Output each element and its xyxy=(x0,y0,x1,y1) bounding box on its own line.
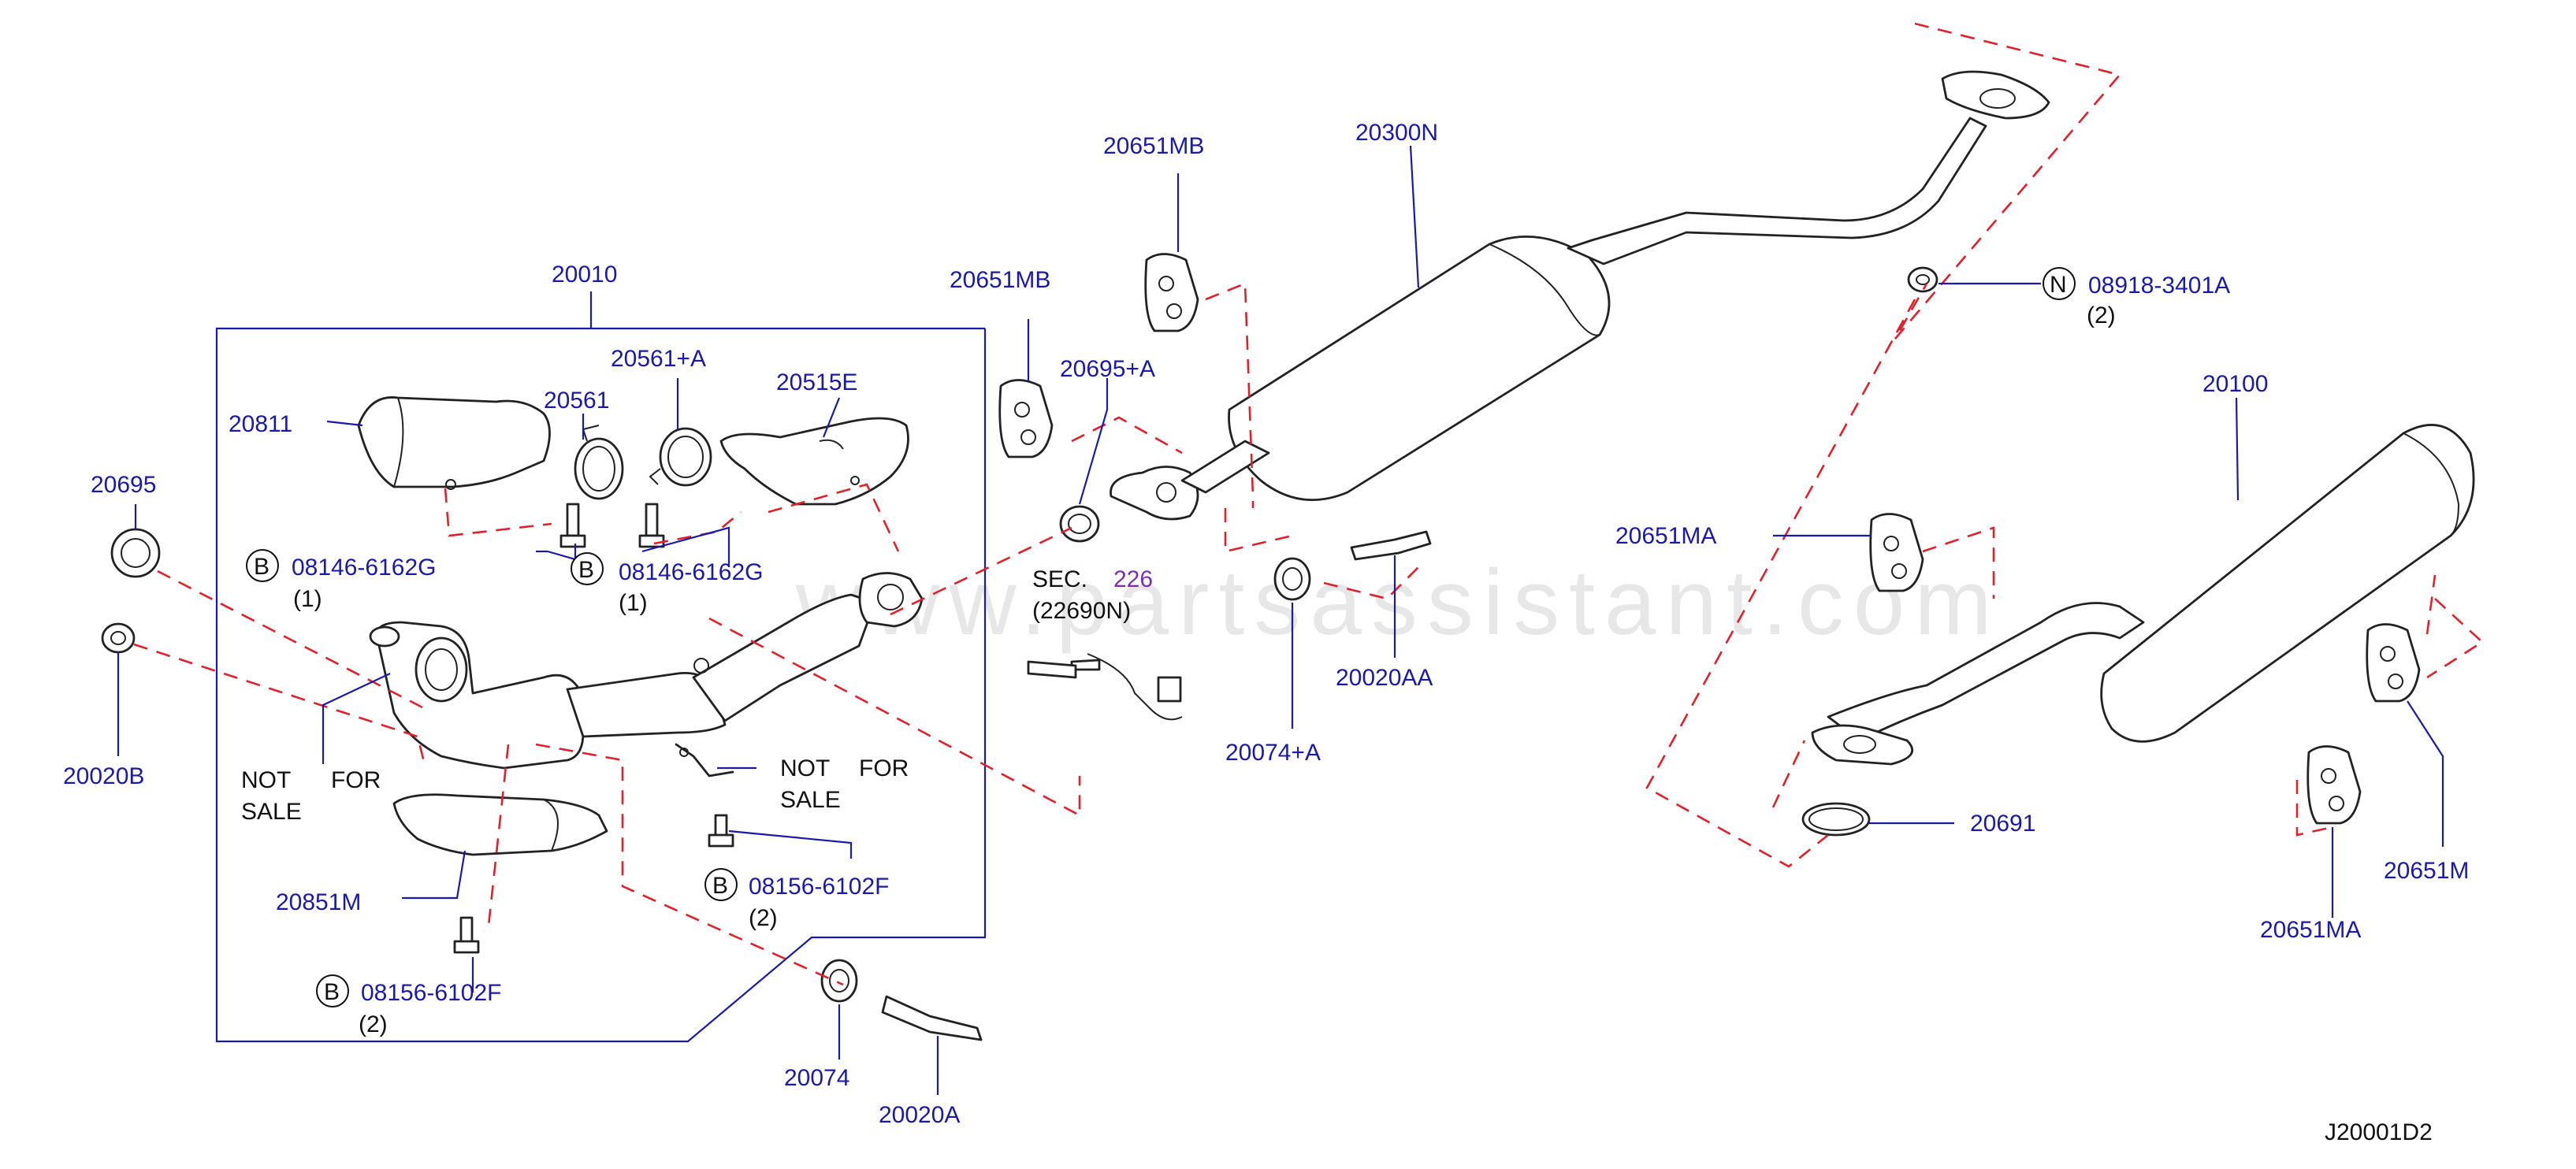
svg-text:FOR: FOR xyxy=(331,767,381,793)
label-20651mb-left: 20651MB xyxy=(950,267,1050,293)
svg-text:SALE: SALE xyxy=(780,787,841,813)
label-20074a: 20074+A xyxy=(1225,740,1321,766)
svg-text:B: B xyxy=(324,979,340,1005)
svg-text:226: 226 xyxy=(1113,566,1153,592)
svg-text:(1): (1) xyxy=(293,586,322,612)
label-20010: 20010 xyxy=(552,262,617,288)
fastener-callout-2: B 08146-6162G (1) xyxy=(571,552,764,616)
svg-text:N: N xyxy=(2050,272,2067,298)
svg-text:(22690N): (22690N) xyxy=(1032,598,1131,624)
heat-shield-20515e xyxy=(719,417,909,506)
svg-text:08156-6102F: 08156-6102F xyxy=(361,980,501,1006)
rear-muffler-20100 xyxy=(1811,424,2475,766)
svg-text:(2): (2) xyxy=(359,1011,388,1037)
oring-20691 xyxy=(1801,802,1871,837)
label-20020b: 20020B xyxy=(63,763,144,789)
stud-20020a xyxy=(881,995,983,1041)
bolt-lower-2 xyxy=(708,814,734,848)
svg-text:08156-6102F: 08156-6102F xyxy=(749,874,889,900)
bushing-20074a xyxy=(1273,557,1311,601)
watermark: www.partsassistant.com xyxy=(795,551,2002,655)
not-for-sale-left: NOT FOR SALE xyxy=(241,767,381,825)
label-20074: 20074 xyxy=(784,1065,849,1091)
svg-text:SALE: SALE xyxy=(241,799,302,825)
svg-text:08918-3401A: 08918-3401A xyxy=(2088,273,2230,299)
label-20691: 20691 xyxy=(1970,811,2035,837)
oxygen-sensor xyxy=(1027,653,1183,721)
hanger-20651ma-bottom xyxy=(2307,745,2362,825)
hanger-20651ma-left xyxy=(1869,513,1924,592)
nut-08918 xyxy=(1907,266,1939,293)
label-20651ma-bottom: 20651MA xyxy=(2260,917,2361,943)
not-for-sale-middle: NOT FOR SALE xyxy=(780,755,909,813)
nut-20020b xyxy=(101,622,136,654)
svg-text:B: B xyxy=(712,873,728,899)
bolt-front-1 xyxy=(559,503,586,548)
label-20561a: 20561+A xyxy=(611,346,706,372)
clamp-20561 xyxy=(574,425,624,500)
heat-shield-20811 xyxy=(357,396,551,490)
fastener-callout-4: B 08156-6102F (2) xyxy=(316,974,501,1037)
bolt-lower-1 xyxy=(453,916,480,954)
bracket-middle xyxy=(675,743,734,777)
svg-text:SEC.: SEC. xyxy=(1032,566,1087,592)
center-muffler-20300n xyxy=(1110,70,2050,521)
bushing-20074 xyxy=(820,959,858,1003)
label-20695a: 20695+A xyxy=(1060,356,1155,382)
leader-lines xyxy=(117,145,2444,1095)
hanger-20651mb-top xyxy=(1144,253,1199,332)
svg-text:NOT: NOT xyxy=(780,755,830,781)
svg-text:(2): (2) xyxy=(2087,302,2116,328)
group-box-20010 xyxy=(215,327,987,1043)
hanger-20651mb-left xyxy=(998,379,1054,458)
fastener-callout-3: B 08156-6102F (2) xyxy=(704,868,889,931)
bolt-front-2 xyxy=(638,503,665,548)
gasket-20695 xyxy=(110,528,161,578)
svg-text:(1): (1) xyxy=(619,590,648,616)
section-reference: SEC. 226 (22690N) xyxy=(1032,566,1153,624)
label-20515e: 20515E xyxy=(776,369,857,395)
label-20811: 20811 xyxy=(229,411,292,437)
clamp-20561a xyxy=(649,427,712,487)
svg-text:B: B xyxy=(578,557,594,583)
fastener-callout-5: N 08918-3401A (2) xyxy=(2043,267,2230,328)
gasket-20695a xyxy=(1059,505,1100,543)
diagram-id: J20001D2 xyxy=(2325,1119,2433,1145)
label-20651mb-top: 20651MB xyxy=(1103,133,1204,159)
label-20020a: 20020A xyxy=(879,1102,960,1128)
svg-text:(2): (2) xyxy=(749,905,778,931)
stud-20020aa xyxy=(1350,530,1432,561)
label-20651m: 20651M xyxy=(2384,858,2469,884)
fastener-callout-1: B 08146-6162G (1) xyxy=(246,549,437,612)
label-20651ma-left: 20651MA xyxy=(1615,523,1716,549)
svg-text:08146-6162G: 08146-6162G xyxy=(292,555,437,581)
svg-text:FOR: FOR xyxy=(859,755,909,781)
label-20020aa: 20020AA xyxy=(1336,665,1433,691)
svg-text:NOT: NOT xyxy=(241,767,291,793)
alignment-lines xyxy=(133,22,2485,986)
label-20695: 20695 xyxy=(91,472,156,498)
label-20100: 20100 xyxy=(2202,371,2268,397)
label-20300n: 20300N xyxy=(1355,120,1438,146)
svg-text:08146-6162G: 08146-6162G xyxy=(619,559,764,585)
hanger-20651m xyxy=(2366,623,2421,703)
svg-text:B: B xyxy=(254,554,269,580)
label-20851m: 20851M xyxy=(276,889,361,915)
label-20561: 20561 xyxy=(544,388,609,414)
